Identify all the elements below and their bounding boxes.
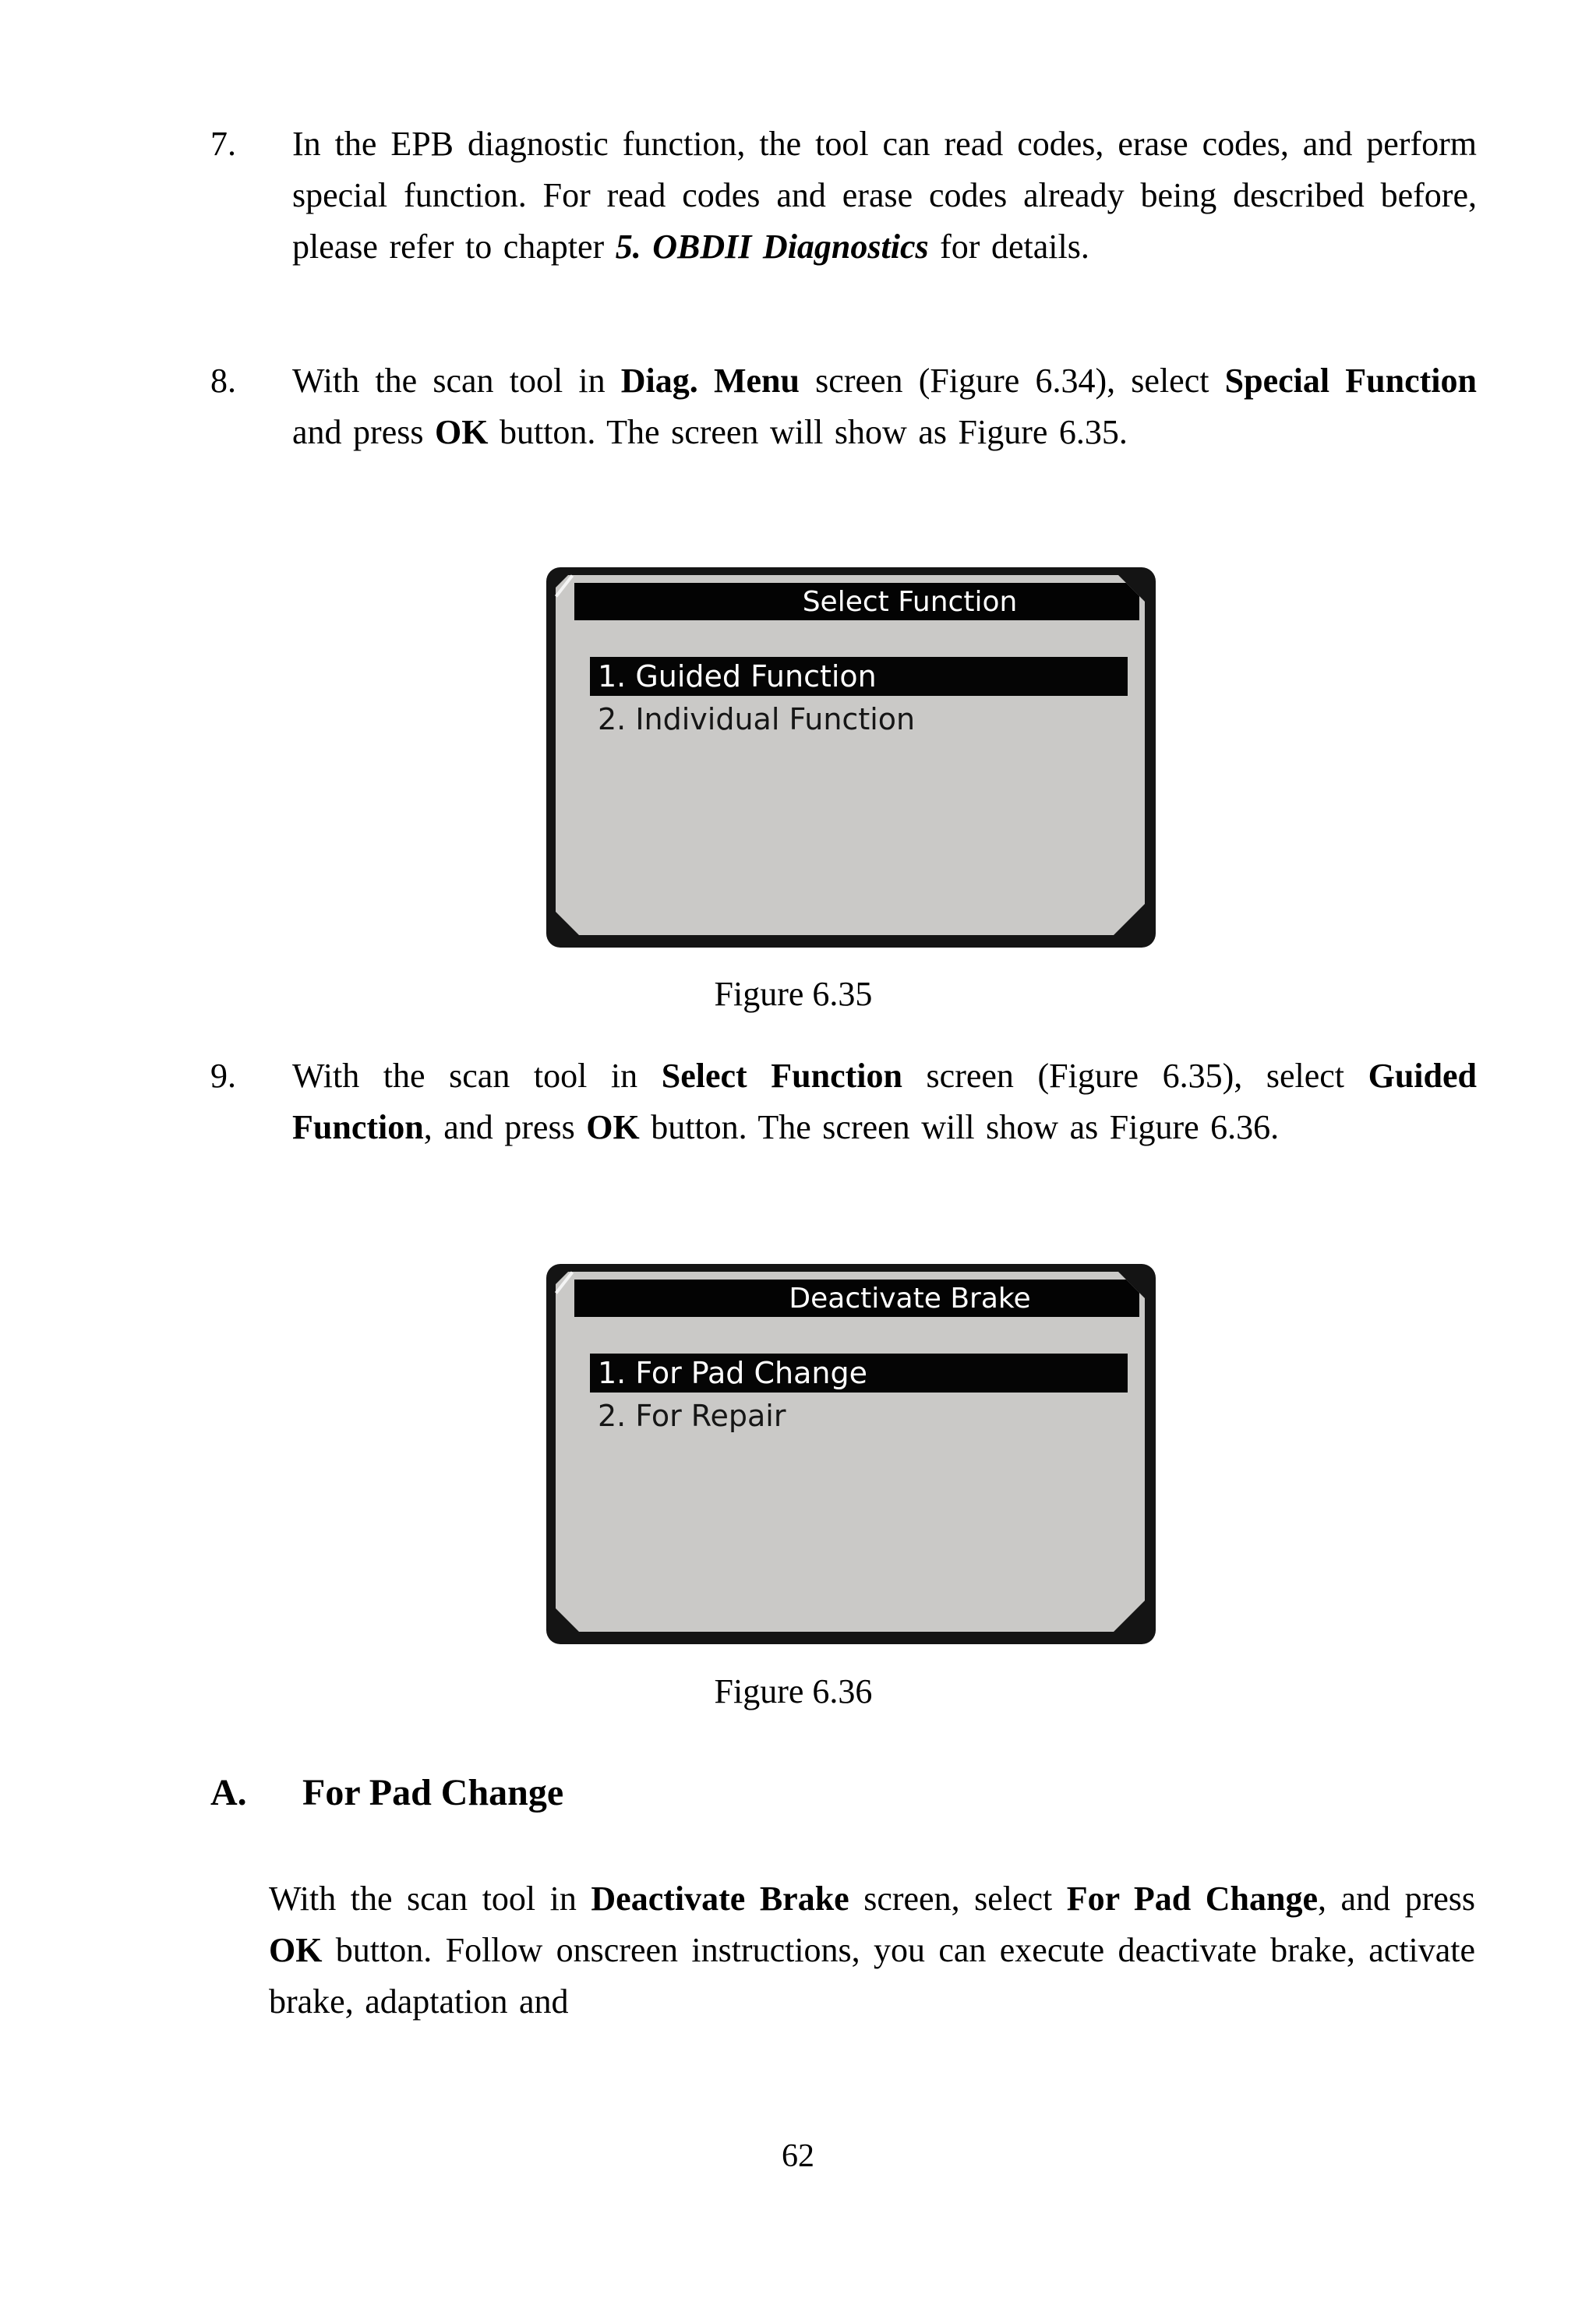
text-segment: screen (Figure 6.35), select (902, 1057, 1368, 1095)
menu-item-selected: 1. For Pad Change (590, 1354, 1128, 1393)
list-item-number: 9. (210, 1057, 236, 1095)
text-segment: button. The screen will show as Figure 6… (639, 1108, 1280, 1146)
lcd-display: Deactivate Brake 1. For Pad Change 2. Fo… (556, 1272, 1145, 1632)
section-title: For Pad Change (302, 1772, 564, 1813)
text-segment-bold-italic: 5. OBDII Diagnostics (615, 228, 929, 266)
list-item-number: 8. (210, 362, 236, 400)
screen-title-bar: Deactivate Brake (574, 1280, 1139, 1317)
list-item-text: With the scan tool in Select Function sc… (292, 1050, 1477, 1153)
text-segment: and press (292, 413, 435, 451)
text-segment-bold: OK (435, 413, 489, 451)
list-item-text: In the EPB diagnostic function, the tool… (292, 118, 1477, 273)
section-heading: A. For Pad Change (210, 1770, 1477, 1816)
text-segment-bold: OK (269, 1931, 323, 1969)
screen-title: Select Function (802, 585, 1018, 618)
text-segment: With the scan tool in (269, 1880, 591, 1918)
text-segment: With the scan tool in (292, 362, 621, 400)
page-number: 62 (782, 2138, 814, 2174)
screen-title-bar: Select Function (574, 583, 1139, 620)
text-segment: screen, select (849, 1880, 1067, 1918)
list-item-text: With the scan tool in Diag. Menu screen … (292, 355, 1477, 458)
scan-tool-screen-deactivate-brake: Deactivate Brake 1. For Pad Change 2. Fo… (546, 1264, 1156, 1644)
lcd-display: Select Function 1. Guided Function 2. In… (556, 575, 1145, 935)
list-item-9: 9. With the scan tool in Select Function… (210, 1050, 1477, 1153)
menu-item-selected: 1. Guided Function (590, 657, 1128, 696)
text-segment: , and press (1318, 1880, 1476, 1918)
text-segment: screen (Figure 6.34), select (799, 362, 1225, 400)
scan-tool-screen-select-function: Select Function 1. Guided Function 2. In… (546, 567, 1156, 948)
text-segment: , and press (423, 1108, 587, 1146)
body-paragraph: With the scan tool in Deactivate Brake s… (269, 1873, 1475, 2028)
text-segment-bold: For Pad Change (1066, 1880, 1319, 1918)
text-segment: With the scan tool in (292, 1057, 662, 1095)
list-item-8: 8. With the scan tool in Diag. Menu scre… (210, 355, 1477, 458)
text-segment-bold: Guided Function (292, 1057, 1477, 1146)
text-segment: button. The screen will show as Figure 6… (488, 413, 1128, 451)
list-item-number: 7. (210, 125, 236, 163)
list-item-7: 7. In the EPB diagnostic function, the t… (210, 118, 1477, 273)
screen-title: Deactivate Brake (789, 1282, 1031, 1315)
text-segment-bold: Special Function (1224, 362, 1477, 400)
text-segment-bold: Diag. Menu (620, 362, 800, 400)
menu-item: 2. Individual Function (598, 702, 916, 736)
text-segment: for details. (928, 228, 1089, 266)
figure-caption-6-35: Figure 6.35 (714, 975, 873, 1013)
section-letter: A. (210, 1772, 247, 1813)
text-segment: In the EPB diagnostic function, the tool… (292, 125, 1477, 266)
text-segment: button. Follow onscreen instructions, yo… (269, 1931, 1475, 2021)
text-segment-bold: Deactivate Brake (591, 1880, 849, 1918)
menu-item: 2. For Repair (598, 1399, 786, 1433)
figure-caption-6-36: Figure 6.36 (714, 1672, 873, 1710)
text-segment-bold: Select Function (661, 1057, 902, 1095)
text-segment-bold: OK (586, 1108, 640, 1146)
